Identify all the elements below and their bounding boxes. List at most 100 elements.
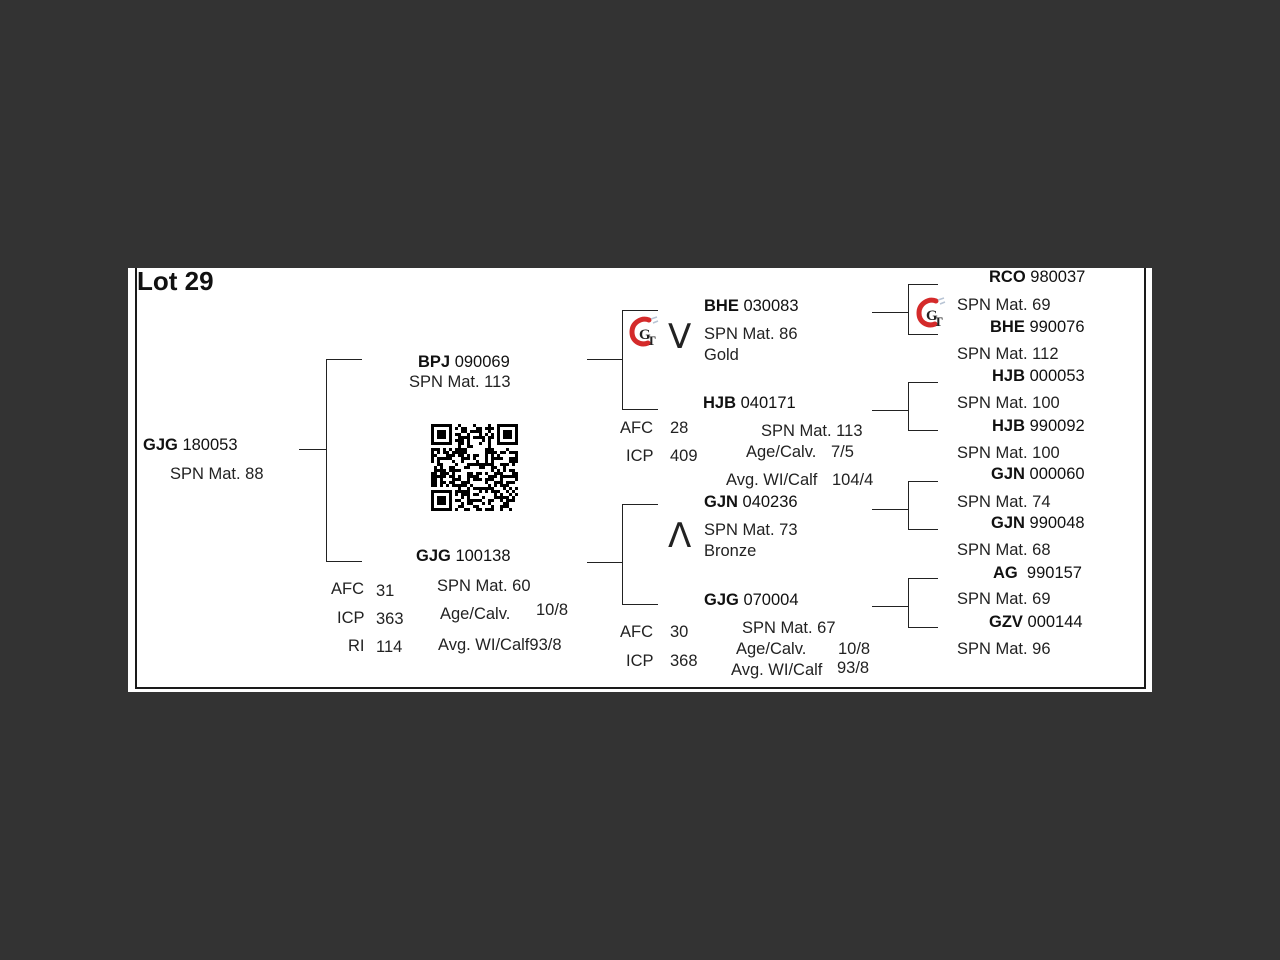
subject-id-number: 180053 (182, 436, 238, 454)
gen3-id-number: 990092 (1029, 417, 1085, 435)
sire-dam-spn: SPN Mat. 113 (761, 422, 863, 440)
dam-dam-id: GJG 070004 (704, 590, 799, 610)
dam-avg-wi-label: Avg. WI/Calf (438, 636, 530, 654)
connector-line (872, 312, 909, 314)
gen3-spn: SPN Mat. 96 (957, 640, 1051, 658)
connector-line (908, 578, 910, 628)
connector-line (908, 382, 910, 431)
connector-line (622, 504, 658, 506)
gen3-id: GJN 990048 (991, 513, 1085, 533)
gen3-spn: SPN Mat. 69 (957, 296, 1051, 314)
gen3-id-prefix: BHE (990, 318, 1025, 336)
sire-sire-id-prefix: BHE (704, 297, 739, 315)
connector-line (622, 604, 658, 606)
connector-line (587, 359, 623, 361)
sire-dam-icp-value: 409 (670, 447, 698, 465)
sire-sire-id: BHE 030083 (704, 296, 799, 316)
sire-sire-id-number: 030083 (743, 297, 799, 315)
gen3-id: GJN 000060 (991, 464, 1085, 484)
sire-id: BPJ 090069 (418, 352, 510, 372)
connector-line (908, 578, 938, 580)
connector-line (908, 481, 910, 530)
dam-sire-id-prefix: GJN (704, 493, 738, 511)
connector-line (299, 449, 327, 451)
connector-line (326, 359, 328, 562)
connector-line (872, 606, 909, 608)
dam-ri-value: 114 (376, 638, 403, 656)
sire-dam-age-calv-label: Age/Calv. (746, 443, 817, 461)
gt-logo-icon: G T (916, 297, 946, 329)
sire-sire-symbol: V (668, 317, 692, 357)
dam-sire-spn: SPN Mat. 73 (704, 521, 798, 539)
dam-afc-value: 31 (376, 582, 395, 600)
gen3-spn: SPN Mat. 100 (957, 444, 1060, 462)
dam-dam-icp-value: 368 (670, 652, 698, 670)
connector-line (908, 529, 938, 531)
connector-line (587, 562, 623, 564)
sire-dam-id-prefix: HJB (703, 394, 737, 412)
gen3-id: HJB 990092 (992, 416, 1085, 436)
sire-spn: SPN Mat. 113 (409, 373, 511, 391)
dam-ri-label: RI (348, 637, 365, 655)
connector-line (908, 284, 938, 286)
dam-dam-avg-wi-value: 93/8 (837, 659, 870, 677)
gen3-id-number: 000144 (1027, 613, 1083, 631)
gen3-id-prefix: HJB (992, 417, 1026, 435)
gen3-spn: SPN Mat. 68 (957, 541, 1051, 559)
dam-dam-icp-label: ICP (626, 652, 654, 670)
sire-dam-afc-value: 28 (670, 419, 689, 437)
gen3-id-number: 980037 (1030, 268, 1086, 286)
subject-id: GJG 180053 (143, 435, 238, 455)
pedigree-frame (135, 268, 1146, 689)
svg-text:G: G (639, 327, 651, 343)
subject-spn: SPN Mat. 88 (170, 465, 264, 483)
gt-logo-icon: G T (629, 316, 659, 348)
gen3-spn: SPN Mat. 69 (957, 590, 1051, 608)
dam-dam-avg-wi-label: Avg. WI/Calf (731, 661, 823, 679)
dam-id-number: 100138 (455, 547, 511, 565)
gen3-id-prefix: GJN (991, 514, 1025, 532)
gen3-id: HJB 000053 (992, 366, 1085, 386)
gen3-id-prefix: GJN (991, 465, 1025, 483)
gen3-id: BHE 990076 (990, 317, 1085, 337)
connector-line (908, 430, 938, 432)
dam-dam-id-number: 070004 (743, 591, 799, 609)
gen3-id-number: 000060 (1029, 465, 1085, 483)
dam-id: GJG 100138 (416, 546, 511, 566)
connector-line (872, 509, 909, 511)
dam-icp-label: ICP (337, 609, 365, 627)
sire-dam-afc-label: AFC (620, 419, 653, 437)
gen3-id-prefix: HJB (992, 367, 1026, 385)
gen3-id-number: 990048 (1029, 514, 1085, 532)
sire-dam-id: HJB 040171 (703, 393, 796, 413)
gen3-id-number: 990076 (1029, 318, 1085, 336)
qr-code-icon (431, 424, 518, 511)
sire-dam-age-calv-value: 7/5 (831, 443, 854, 461)
gen3-id: RCO 980037 (989, 267, 1085, 287)
connector-line (622, 504, 624, 605)
pedigree-page (128, 268, 1152, 692)
dam-dam-spn: SPN Mat. 67 (742, 619, 836, 637)
gen3-id-prefix: RCO (989, 268, 1026, 286)
gen3-id-prefix: GZV (989, 613, 1023, 631)
connector-line (622, 310, 658, 312)
dam-dam-id-prefix: GJG (704, 591, 739, 609)
dam-sire-award: Bronze (704, 542, 757, 560)
svg-text:G: G (926, 308, 938, 324)
subject-id-prefix: GJG (143, 436, 178, 454)
dam-avg-wi-value: 93/8 (529, 636, 562, 654)
gen3-id: GZV 000144 (989, 612, 1083, 632)
gen3-id: AG 990157 (993, 563, 1082, 583)
gen3-id-number: 000053 (1029, 367, 1085, 385)
gen3-spn: SPN Mat. 74 (957, 493, 1051, 511)
dam-dam-age-calv-value: 10/8 (838, 640, 871, 658)
dam-id-prefix: GJG (416, 547, 451, 565)
connector-line (872, 410, 909, 412)
dam-sire-id-number: 040236 (742, 493, 798, 511)
svg-text:T: T (934, 314, 943, 329)
sire-sire-spn: SPN Mat. 86 (704, 325, 798, 343)
gen3-spn: SPN Mat. 100 (957, 394, 1060, 412)
connector-line (908, 382, 938, 384)
sire-dam-id-number: 040171 (740, 394, 796, 412)
sire-id-prefix: BPJ (418, 353, 451, 371)
